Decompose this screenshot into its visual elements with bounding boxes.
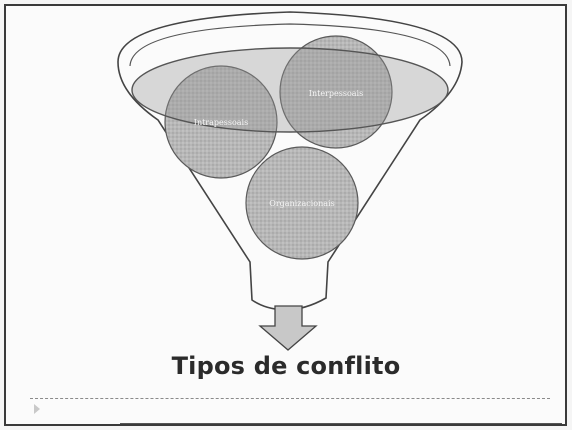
circle-intrapessoais [164,65,278,179]
footer-divider [30,398,550,399]
down-arrow-icon [258,305,318,351]
circle-organizacionais [245,146,359,260]
bottom-border-line [120,423,562,424]
funnel-opening [131,47,449,133]
circle-label-organizacionais: Organizacionais [269,199,334,208]
funnel-inner-rim [129,23,451,67]
circle-label-interpessoais: Interpessoais [309,89,363,98]
circle-interpessoais [279,35,393,149]
funnel-body [117,11,463,311]
footer-triangle-icon [34,404,40,414]
circle-label-intrapessoais: Intrapessoais [194,118,248,127]
diagram-title: Tipos de conflito [171,352,401,380]
